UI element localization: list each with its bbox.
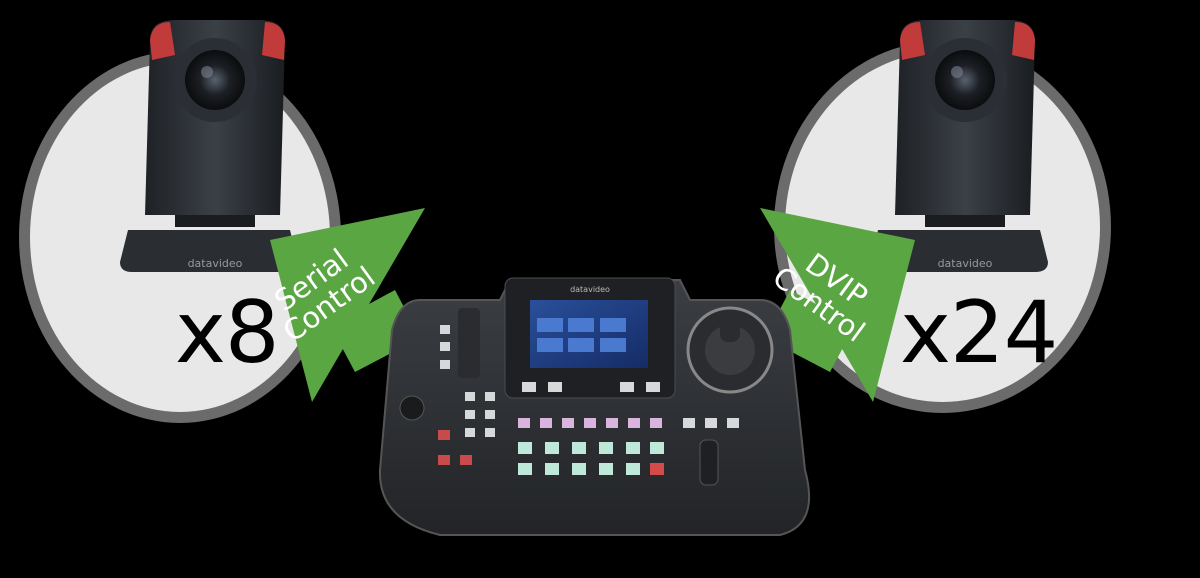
brand-controller: datavideo	[570, 285, 610, 294]
ptz-camera-icon-right: datavideo	[870, 20, 1048, 272]
remote-controller-icon: datavideo	[378, 277, 811, 536]
brand-right: datavideo	[938, 257, 993, 270]
serial-arrow	[270, 208, 425, 402]
dvip-arrow	[760, 208, 915, 402]
left-camera-count: x8	[175, 283, 280, 383]
right-camera-count: x24	[900, 283, 1058, 383]
brand-left: datavideo	[188, 257, 243, 270]
ptz-camera-icon-left: datavideo	[120, 20, 298, 272]
